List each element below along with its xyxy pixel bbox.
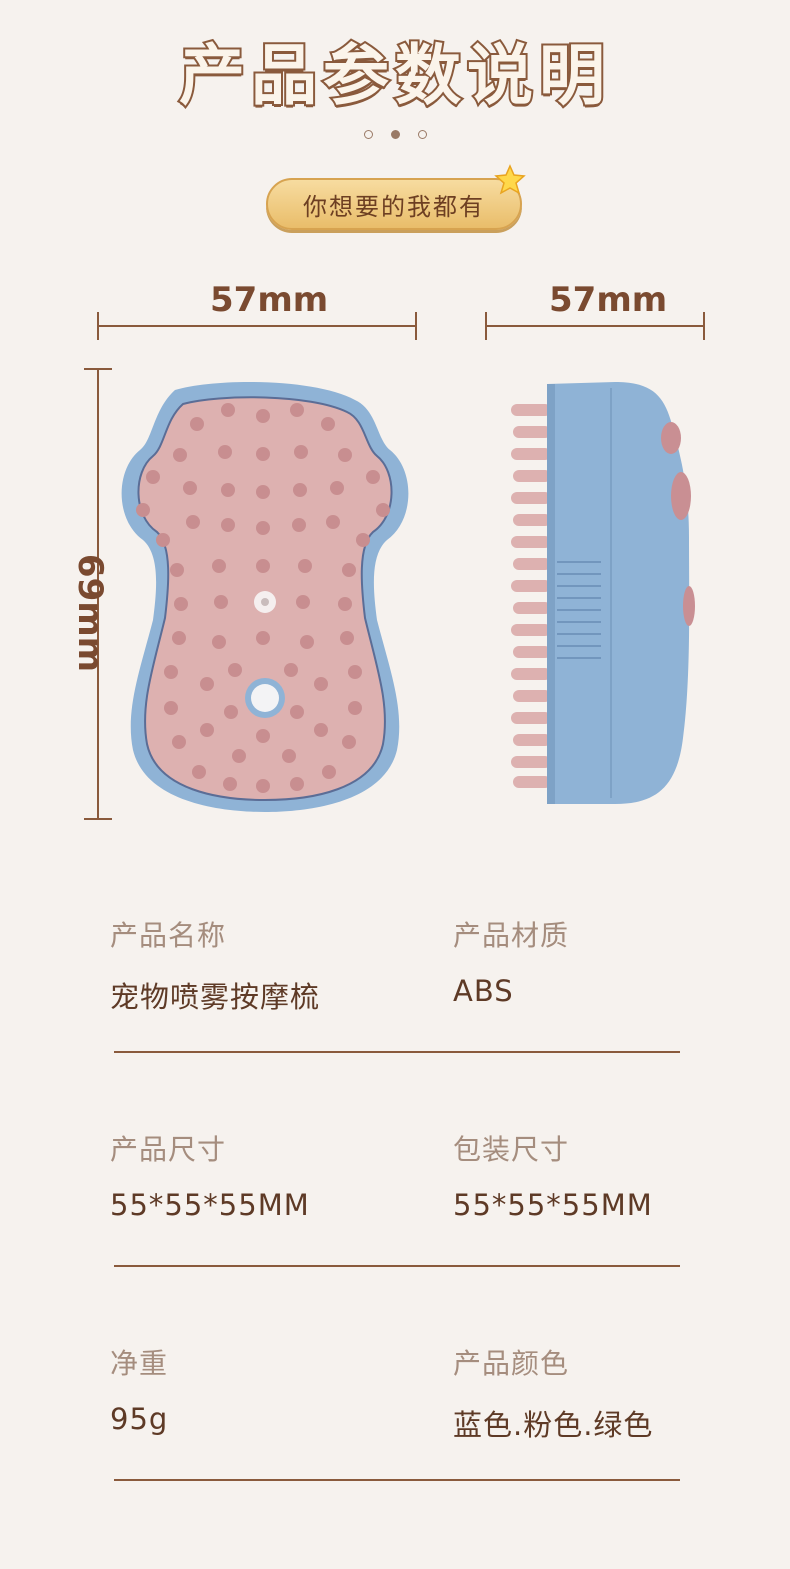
spec-label: 产品颜色 xyxy=(453,1347,570,1380)
side-width-tick-right xyxy=(703,312,705,340)
spec-item-net-weight: 净重 95g xyxy=(110,1342,168,1436)
side-width-label: 57mm xyxy=(549,280,668,320)
front-width-tick-right xyxy=(415,312,417,340)
height-line xyxy=(97,368,99,820)
carousel-dot[interactable] xyxy=(363,130,373,139)
divider xyxy=(114,1479,680,1481)
front-width-tick-left xyxy=(97,312,99,340)
spec-value: 蓝色.粉色.绿色 xyxy=(453,1408,654,1442)
height-label: 69mm xyxy=(70,553,110,673)
front-width-label: 57mm xyxy=(210,280,329,320)
spec-value: 55*55*55MM xyxy=(453,1188,653,1222)
spec-value: 55*55*55MM xyxy=(110,1188,310,1222)
spec-item-material: 产品材质 ABS xyxy=(453,914,569,1008)
spec-label: 净重 xyxy=(110,1347,169,1380)
divider xyxy=(114,1051,680,1053)
spec-value: 宠物喷雾按摩梳 xyxy=(110,980,321,1014)
page-title: 产品参数说明 xyxy=(177,35,611,116)
spec-item-color: 产品颜色 蓝色.粉色.绿色 xyxy=(453,1342,653,1444)
height-tick-bottom xyxy=(84,818,112,820)
star-icon xyxy=(494,164,526,195)
brush-front-image xyxy=(121,381,409,812)
side-width-tick-left xyxy=(485,312,487,340)
carousel-dot[interactable] xyxy=(417,130,427,139)
spec-value: ABS xyxy=(453,974,514,1008)
height-tick-top xyxy=(84,368,112,370)
spec-item-product-size: 产品尺寸 55*55*55MM xyxy=(110,1128,310,1222)
front-width-line xyxy=(97,325,417,327)
side-width-line xyxy=(485,325,705,327)
spec-item-product-name: 产品名称 宠物喷雾按摩梳 xyxy=(110,914,320,1016)
brush-side-image xyxy=(511,382,695,804)
spec-item-package-size: 包装尺寸 55*55*55MM xyxy=(453,1128,653,1222)
carousel-dot-active[interactable] xyxy=(390,130,400,139)
spec-label: 产品材质 xyxy=(453,919,570,952)
divider xyxy=(114,1265,680,1267)
spec-label: 包装尺寸 xyxy=(453,1133,570,1166)
spec-label: 产品名称 xyxy=(110,919,227,952)
carousel-indicator xyxy=(0,130,790,139)
slogan-badge: 你想要的我都有 xyxy=(266,178,522,230)
spec-value: 95g xyxy=(110,1402,169,1436)
spec-label: 产品尺寸 xyxy=(110,1133,227,1166)
